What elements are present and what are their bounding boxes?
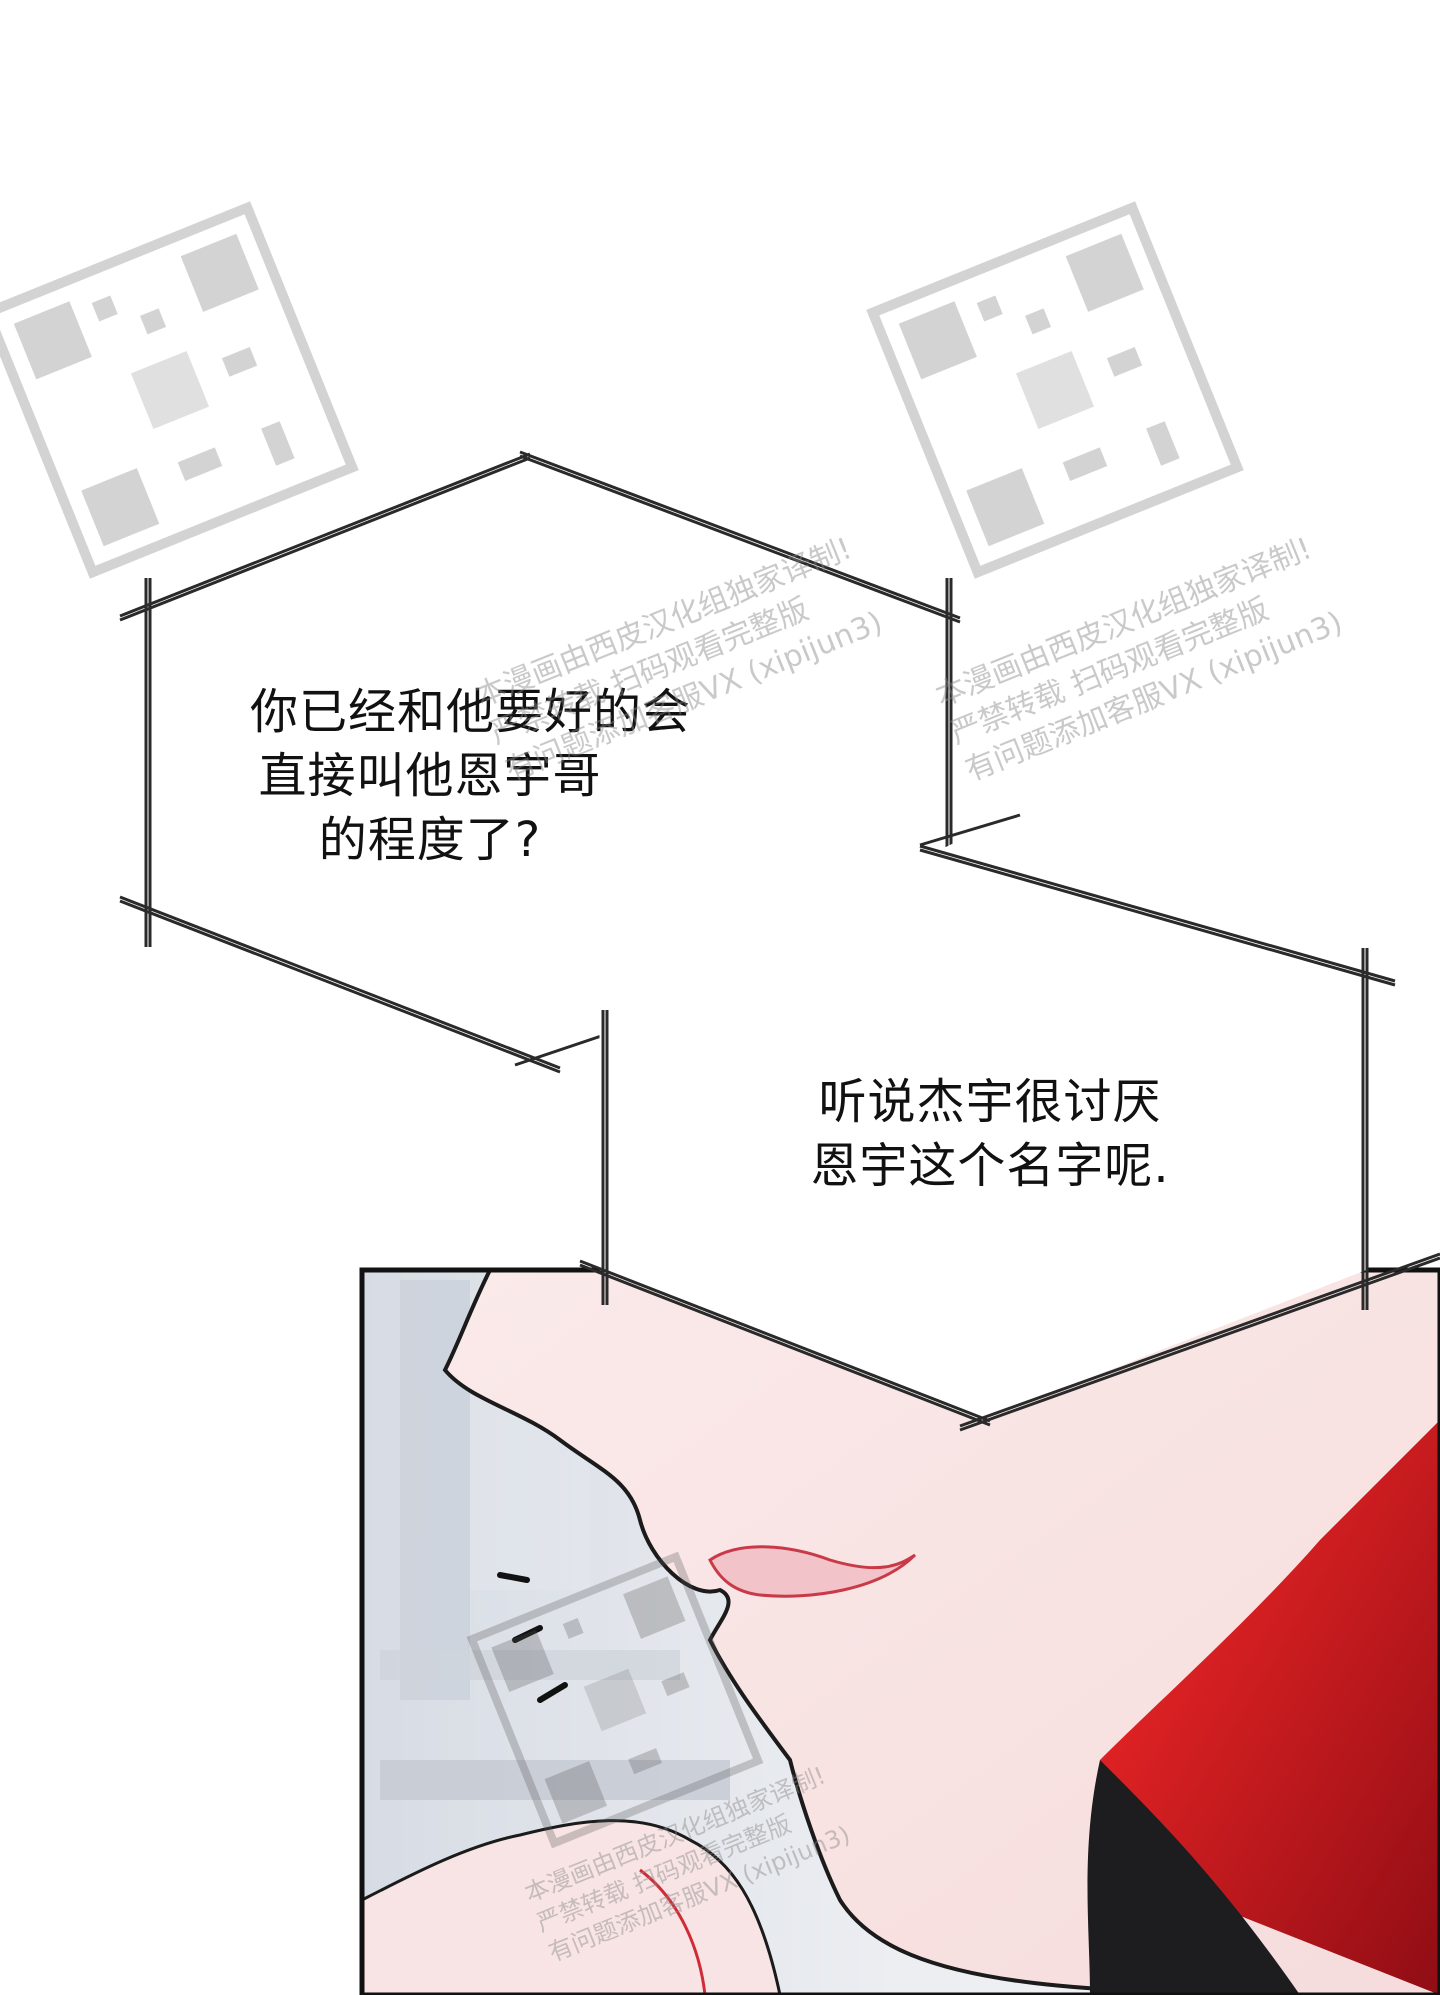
- hand: [362, 1819, 782, 1995]
- bubble-1-line-3: 的程度了?: [318, 812, 542, 868]
- watermark-qr-3: [466, 1551, 764, 1849]
- lips: [708, 1545, 917, 1598]
- bubble-1-line-2: 直接叫他恩宇哥: [258, 748, 602, 804]
- speech-bubble-2: [579, 813, 1440, 1432]
- sfx-marks: [497, 1572, 568, 1703]
- background-shelf: [380, 1760, 730, 1800]
- background-shelf: [380, 1650, 680, 1680]
- speech-bubble-2-text: 听说杰宇很讨厌 恩宇这个名字呢.: [720, 1070, 1260, 1198]
- hand-shadow: [639, 1868, 707, 1995]
- dark-jacket: [1087, 1760, 1300, 1995]
- speech-bubble-1: [119, 450, 961, 1074]
- bubble-2-line-1: 听说杰宇很讨厌: [818, 1074, 1162, 1130]
- watermark-qr-1: [0, 201, 359, 579]
- watermark-qr-2: [866, 201, 1244, 579]
- bubble-2-line-2: 恩宇这个名字呢.: [810, 1138, 1170, 1194]
